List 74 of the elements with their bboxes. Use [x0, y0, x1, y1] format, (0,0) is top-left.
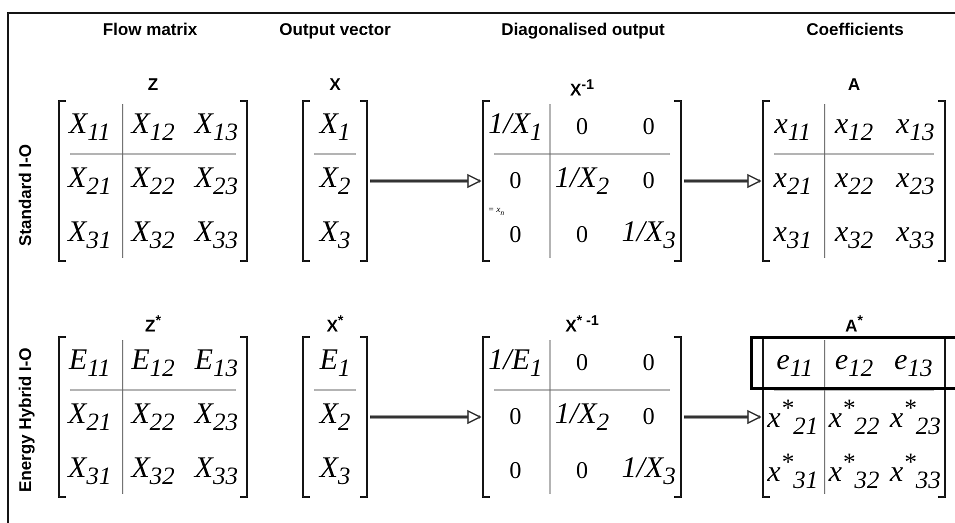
matrix-entry: X$_{31}$	[68, 217, 112, 253]
matrix-entry: X$_{1}$	[320, 109, 350, 145]
matrix-entry: x$_{22}$	[834, 163, 874, 199]
matrix-entry: 1/X$_{1}$	[488, 109, 542, 145]
matrix-entry: X$_{31}$	[68, 453, 112, 489]
arrow	[684, 174, 761, 188]
matrix-entry: E$_{13}$	[194, 345, 238, 381]
matrix-entry: 0	[642, 405, 655, 429]
matrix-entry: x$_{33}$	[896, 217, 934, 253]
matrix-symbol: X	[329, 74, 341, 96]
matrix-entry: X$_{22}$	[131, 163, 175, 199]
matrix-entry: e$_{12}$	[834, 345, 874, 381]
matrix-entry: X$_{3}$	[320, 453, 350, 489]
matrix-entry: 0	[509, 169, 522, 193]
matrix-entry: x$_{32}$	[834, 217, 874, 253]
matrix-entry: 0	[509, 459, 522, 483]
matrix-symbol: X$^{*}$	[326, 312, 344, 338]
column-heading: Output vector	[279, 20, 391, 40]
column-heading: Flow matrix	[102, 20, 198, 40]
matrix-entry: 0	[509, 405, 522, 429]
matrix-entry: X$_{12}$	[131, 109, 175, 145]
arrow	[370, 174, 481, 188]
matrix-entry: e$_{11}$	[776, 345, 813, 381]
matrix-entry: 0	[509, 223, 522, 247]
matrix-entry: X$_{23}$	[194, 399, 238, 435]
arrow	[370, 410, 481, 424]
matrix-entry: 0	[642, 351, 655, 375]
matrix-entry: e$_{13}$	[894, 345, 932, 381]
arrow	[684, 410, 761, 424]
matrix-entry: E$_{11}$	[68, 345, 110, 381]
matrix-entry: x$_{31}$	[774, 217, 812, 253]
matrix-symbol: Z	[148, 74, 158, 96]
matrix-entry: 0	[576, 459, 588, 483]
matrix-entry: X$_{2}$	[320, 399, 350, 435]
matrix-entry: X$_{21}$	[68, 399, 112, 435]
matrix-entry: X$_{32}$	[131, 217, 175, 253]
matrix-entry: x$_{21}$	[774, 163, 812, 199]
matrix-symbol: Z$^{*}$	[145, 312, 161, 338]
matrix-entry: X$_{22}$	[131, 399, 175, 435]
note: = x$_{n}$	[488, 204, 504, 217]
matrix-entry: 0	[576, 223, 588, 247]
row-heading: Energy Hybrid I-O	[16, 346, 36, 494]
matrix-symbol: A	[848, 74, 860, 96]
matrix-entry: E$_{1}$	[320, 345, 350, 381]
matrix-entry: x$_{13}$	[896, 109, 934, 145]
highlight-box	[750, 336, 955, 390]
matrix-entry: X$_{32}$	[131, 453, 175, 489]
matrix-entry: x$_{12}$	[834, 109, 874, 145]
matrix-entry: 1/X$_{3}$	[622, 217, 676, 253]
column-heading: Coefficients	[806, 20, 904, 40]
matrix-entry: X$_{33}$	[194, 217, 238, 253]
matrix-entry: X$_{33}$	[194, 453, 238, 489]
matrix-entry: E$_{12}$	[131, 345, 175, 381]
matrix-entry: x$_{23}$	[896, 163, 934, 199]
matrix-symbol: A$^{*}$	[845, 312, 863, 338]
column-heading: Diagonalised output	[501, 20, 665, 40]
matrix-entry: X$_{23}$	[194, 163, 238, 199]
row-heading: Standard I-O	[16, 143, 36, 248]
matrix-entry: 0	[642, 115, 655, 139]
matrix-entry: 1/E$_{1}$	[488, 345, 542, 381]
matrix-entry: X$_{2}$	[320, 163, 350, 199]
matrix-symbol: X$^{* -1}$	[565, 312, 599, 338]
matrix-entry: X$_{21}$	[68, 163, 112, 199]
matrix-entry: 1/X$_{2}$	[554, 399, 610, 435]
matrix-entry: 0	[576, 351, 588, 375]
matrix-entry: X$_{3}$	[320, 217, 350, 253]
matrix-entry: 0	[642, 169, 655, 193]
matrix-entry: 0	[576, 115, 588, 139]
matrix-entry: 1/X$_{2}$	[554, 163, 610, 199]
matrix-symbol: X$^{-1}$	[570, 76, 594, 102]
matrix-entry: X$_{13}$	[194, 109, 238, 145]
matrix-entry: 1/X$_{3}$	[622, 453, 676, 489]
matrix-entry: X$_{11}$	[68, 109, 110, 145]
matrix-entry: x$_{11}$	[774, 109, 811, 145]
